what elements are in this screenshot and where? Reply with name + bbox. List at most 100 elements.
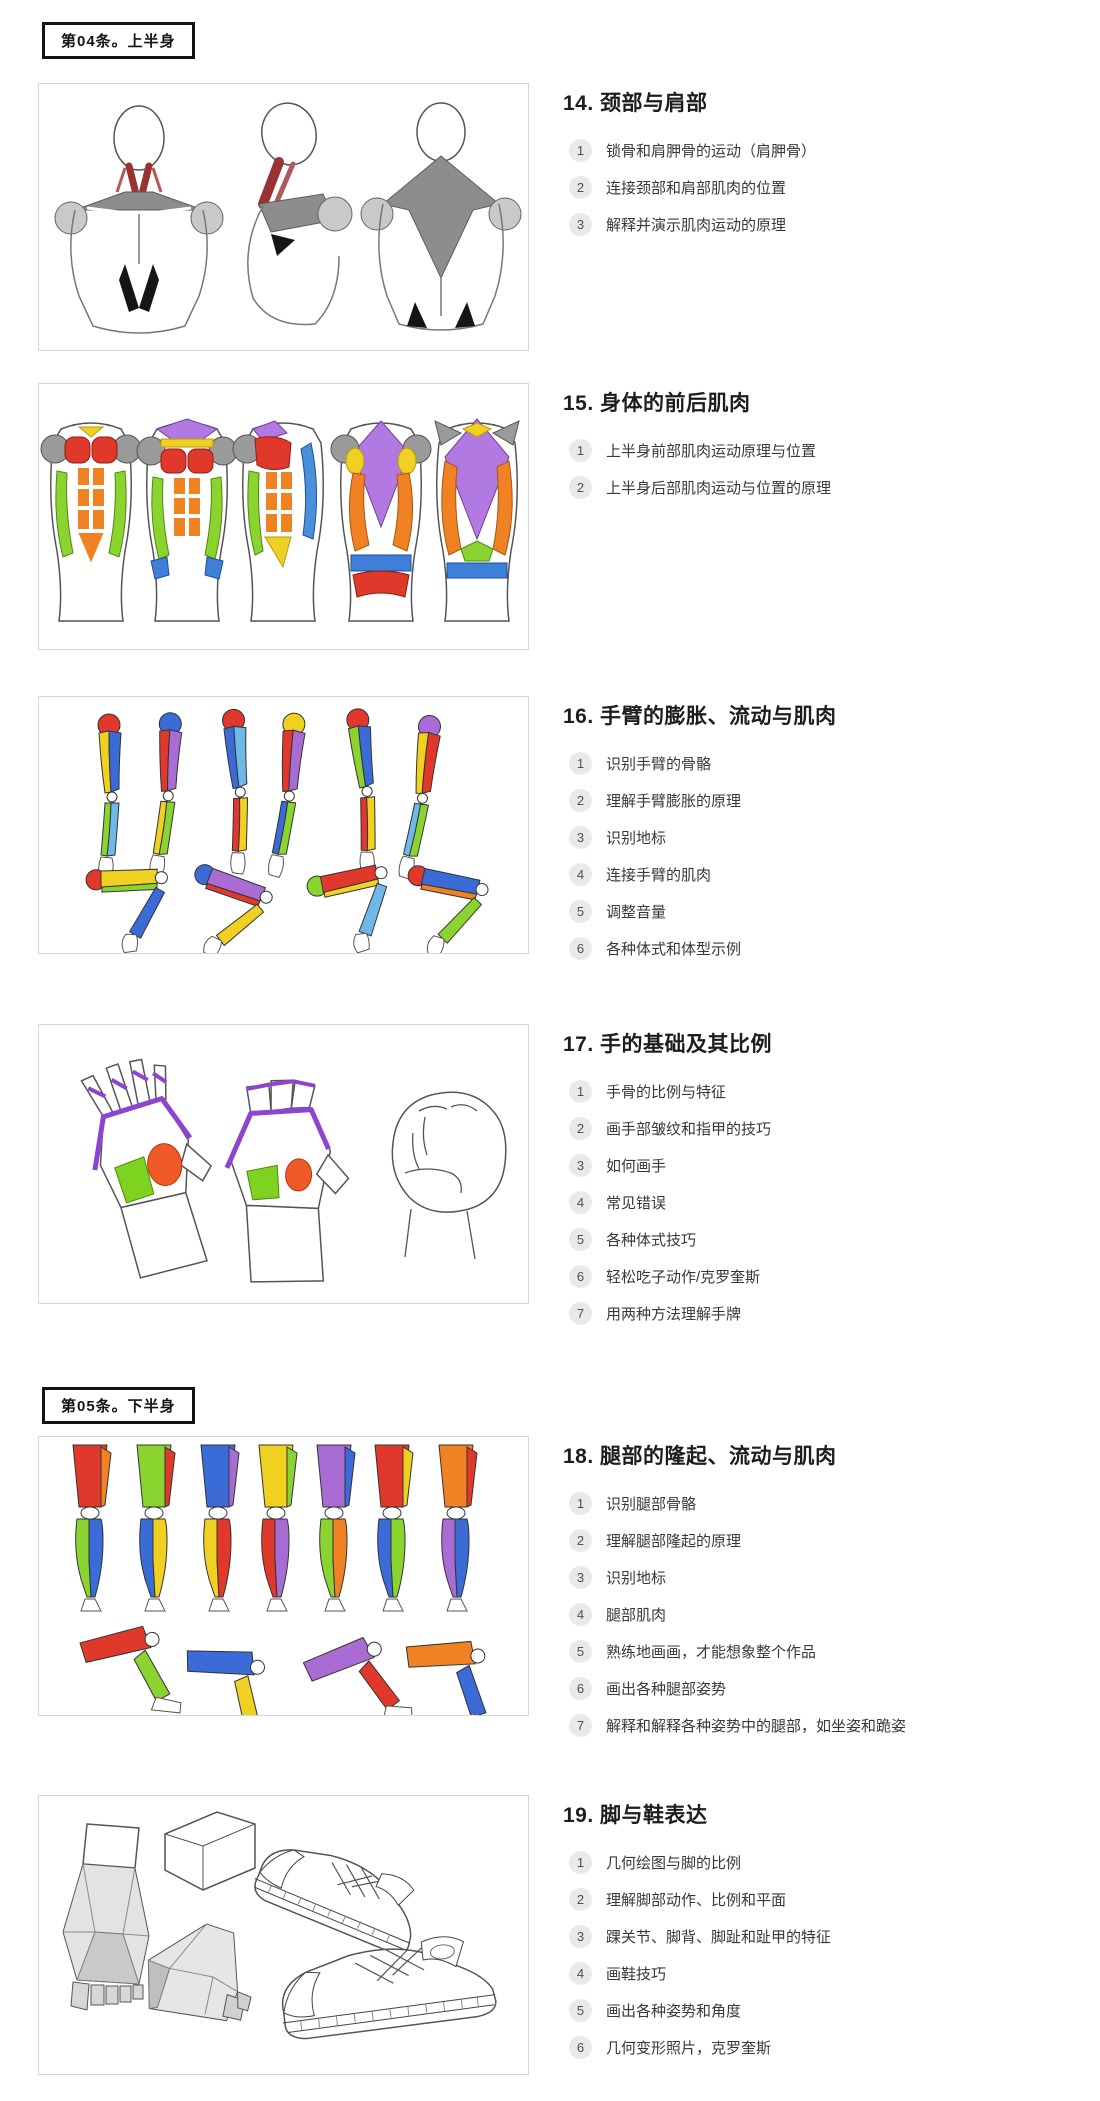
item-text: 画手部皱纹和指甲的技巧 [606,1121,772,1138]
section-title: 16. 手臂的膨胀、流动与肌肉 [563,705,837,728]
curriculum-item: 2 理解脚部动作、比例和平面 [569,1888,1068,1911]
curriculum-item: 3 解释并演示肌肉运动的原理 [569,213,1068,236]
curriculum-item: 7 解释和解释各种姿势中的腿部，如坐姿和跪姿 [569,1714,1068,1737]
curriculum-item: 6 几何变形照片，克罗奎斯 [569,2036,1068,2059]
item-number-badge: 7 [569,1714,592,1737]
section-title: 14. 颈部与肩部 [563,92,708,115]
item-number-badge: 1 [569,752,592,775]
section-title: 17. 手的基础及其比例 [563,1033,773,1056]
item-text: 如何画手 [606,1158,667,1175]
section-title: 18. 腿部的隆起、流动与肌肉 [563,1445,837,1468]
neck-shoulders-illustration [54,102,522,334]
item-text: 连接手臂的肌肉 [606,867,712,884]
item-text: 理解腿部隆起的原理 [606,1533,742,1550]
item-number-badge: 3 [569,826,592,849]
item-number-badge: 5 [569,900,592,923]
item-text: 上半身前部肌肉运动原理与位置 [606,443,817,460]
item-number-badge: 1 [569,139,592,162]
illustration-box-18 [38,1436,529,1716]
item-number-badge: 3 [569,213,592,236]
item-text: 腿部肌肉 [606,1607,667,1624]
item-number-badge: 5 [569,1640,592,1663]
part-badge-upper-body: 第04条。上半身 [42,22,195,59]
item-number-badge: 5 [569,1228,592,1251]
hands-illustration [80,1058,507,1283]
item-text: 画出各种腿部姿势 [606,1681,727,1698]
curriculum-item: 3 识别地标 [569,1566,1068,1589]
item-number-badge: 2 [569,1888,592,1911]
curriculum-item: 1 上半身前部肌肉运动原理与位置 [569,439,1068,462]
illustration-box-19 [38,1795,529,2075]
item-text: 手骨的比例与特征 [606,1084,727,1101]
illustration-box-14 [38,83,529,351]
item-text: 连接颈部和肩部肌肉的位置 [606,180,787,197]
illustration-box-17 [38,1024,529,1304]
item-text: 几何绘图与脚的比例 [606,1855,742,1872]
illustration-box-16 [38,696,529,954]
item-text: 调整音量 [606,904,667,921]
item-text: 解释并演示肌肉运动的原理 [606,217,787,234]
arm-muscles-illustration [85,708,489,953]
item-number-badge: 1 [569,439,592,462]
item-text: 画鞋技巧 [606,1966,667,1983]
item-text: 解释和解释各种姿势中的腿部，如坐姿和跪姿 [606,1718,907,1735]
section-title: 19. 脚与鞋表达 [563,1804,708,1827]
item-number-badge: 4 [569,1191,592,1214]
curriculum-item: 5 熟练地画画，才能想象整个作品 [569,1640,1068,1663]
item-number-badge: 2 [569,789,592,812]
item-text: 画出各种姿势和角度 [606,2003,742,2020]
torso-muscles-illustration [40,418,520,622]
item-number-badge: 6 [569,2036,592,2059]
item-text: 踝关节、脚背、脚趾和趾甲的特征 [606,1929,832,1946]
item-text: 上半身后部肌肉运动与位置的原理 [606,480,832,497]
item-text: 识别地标 [606,1570,667,1587]
curriculum-item: 3 识别地标 [569,826,1068,849]
leg-muscles-illustration [72,1444,496,1715]
curriculum-item: 1 识别手臂的骨骼 [569,752,1068,775]
item-text: 各种体式和体型示例 [606,941,742,958]
item-number-badge: 2 [569,176,592,199]
item-text: 几何变形照片，克罗奎斯 [606,2040,772,2057]
item-number-badge: 3 [569,1566,592,1589]
section-title: 15. 身体的前后肌肉 [563,392,751,415]
item-number-badge: 5 [569,1999,592,2022]
item-text: 理解脚部动作、比例和平面 [606,1892,787,1909]
item-text: 识别手臂的骨骼 [606,756,712,773]
item-text: 熟练地画画，才能想象整个作品 [606,1644,817,1661]
item-text: 识别地标 [606,830,667,847]
item-text: 用两种方法理解手牌 [606,1306,742,1323]
item-number-badge: 1 [569,1492,592,1515]
item-text: 轻松吃子动作/克罗奎斯 [606,1269,761,1286]
illustration-box-15 [38,383,529,650]
item-number-badge: 6 [569,937,592,960]
